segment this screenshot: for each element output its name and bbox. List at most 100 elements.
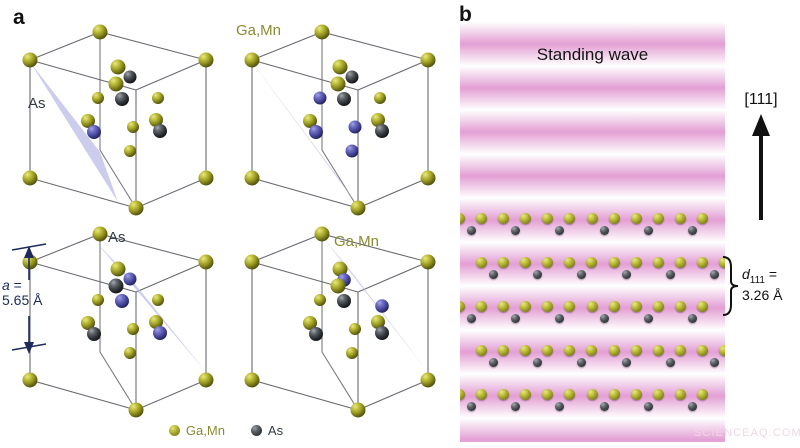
unit-cell-2: Ga,Mn [236,20,440,216]
unit-cell-1-diagram [22,24,214,216]
atom-as [687,402,697,411]
atom-gamn [674,301,686,312]
atom-as [599,226,609,235]
atom-as [621,270,631,279]
atom-as [599,314,609,323]
direction-arrow-annotation: [111] [728,92,794,222]
atom-gamn [586,257,598,268]
atom-gamn [476,301,487,312]
unit-cell-3-label: As [108,229,126,246]
legend-label-gamn: Ga,Mn [185,423,225,438]
atom-gamn [586,389,598,400]
atom-gamn [608,301,620,312]
d-spacing-text: d111 = 3.26 Å [742,267,800,303]
atom-gamn [498,389,510,400]
atom-gamn [630,345,642,356]
atom-as [511,314,521,323]
atom-as [709,270,719,279]
atom-gamn [460,389,465,400]
atom-gamn [564,257,576,268]
atom-gamn [652,213,664,224]
panel-a-letter: a [13,6,25,29]
atom-as [467,314,476,323]
atom-gamn [652,257,664,268]
atom-gamn [520,213,532,224]
atom-gamn [520,389,532,400]
atom-gamn [586,301,598,312]
atom-gamn [608,345,620,356]
panel-a: a [0,6,452,437]
legend: Ga,Mn As [0,424,452,437]
unit-cell-3-diagram [22,226,214,418]
panel-b: b Standing wave [111] d111 = 3.26 Å [452,0,800,448]
direction-label: [111] [744,91,778,108]
atom-gamn [674,345,686,356]
unit-cell-4: Ga,Mn [240,222,440,418]
d-spacing-subscript: 111 [749,274,765,286]
atom-gamn [542,257,554,268]
atom-as [643,226,653,235]
atom-as [467,402,476,411]
atom-as [533,358,543,367]
atom-gamn [542,345,554,356]
lattice-parameter-equals: = [9,277,22,293]
atom-as [467,226,476,235]
atom-gamn [652,345,664,356]
atom-gamn [542,301,554,312]
standing-wave-gradient [460,22,725,442]
atom-gamn [498,257,509,268]
atom-gamn [696,301,708,312]
atom-gamn [630,389,642,400]
unit-cell-2-diagram [244,24,436,216]
unit-cell-1: As [18,20,218,216]
atom-as [555,226,565,235]
atom-gamn [586,213,598,224]
atom-gamn [564,345,576,356]
standing-wave-label: Standing wave [536,45,649,64]
atom-gamn [696,257,708,268]
atom-as [577,358,587,367]
atom-gamn [476,345,487,356]
atom-gamn [608,389,620,400]
d-spacing-annotation: d111 = 3.26 Å [720,255,800,317]
atom-gamn [520,345,532,356]
panel-b-letter: b [459,3,472,26]
unit-cell-1-label: As [28,95,46,112]
atom-gamn [696,345,708,356]
unit-cell-2-label: Ga,Mn [236,22,282,39]
atom-gamn [630,257,642,268]
atom-gamn [586,345,598,356]
as-sphere-icon [250,425,262,436]
atom-gamn [498,345,509,356]
legend-item-gamn: Ga,Mn [168,423,225,438]
lattice-parameter-arrow-icon [11,243,47,354]
atom-gamn [564,389,576,400]
atom-as [665,358,675,367]
atom-as [489,358,498,367]
atom-as [621,358,631,367]
legend-label-as: As [267,423,284,438]
lattice-parameter-annotation: a = 5.65 Å [2,238,72,358]
atom-gamn [564,301,576,312]
atom-as [643,402,653,411]
atom-gamn [542,389,554,400]
gamn-sphere-icon [168,425,180,436]
lattice-parameter-symbol: a [2,277,10,293]
atom-gamn [652,301,664,312]
atom-gamn [630,301,642,312]
atom-gamn [652,389,664,400]
atom-as [555,402,565,411]
atom-gamn [608,213,620,224]
standing-wave-panel [460,22,725,442]
atom-as [687,314,697,323]
atom-gamn [630,213,642,224]
atom-gamn [674,257,686,268]
unit-cell-3: As [18,222,218,418]
atom-gamn [542,213,554,224]
atom-as [511,226,521,235]
atom-as [709,358,719,367]
atom-as [511,402,521,411]
watermark: SCIENCEAQ.COM [694,427,800,439]
legend-item-as: As [250,423,284,438]
